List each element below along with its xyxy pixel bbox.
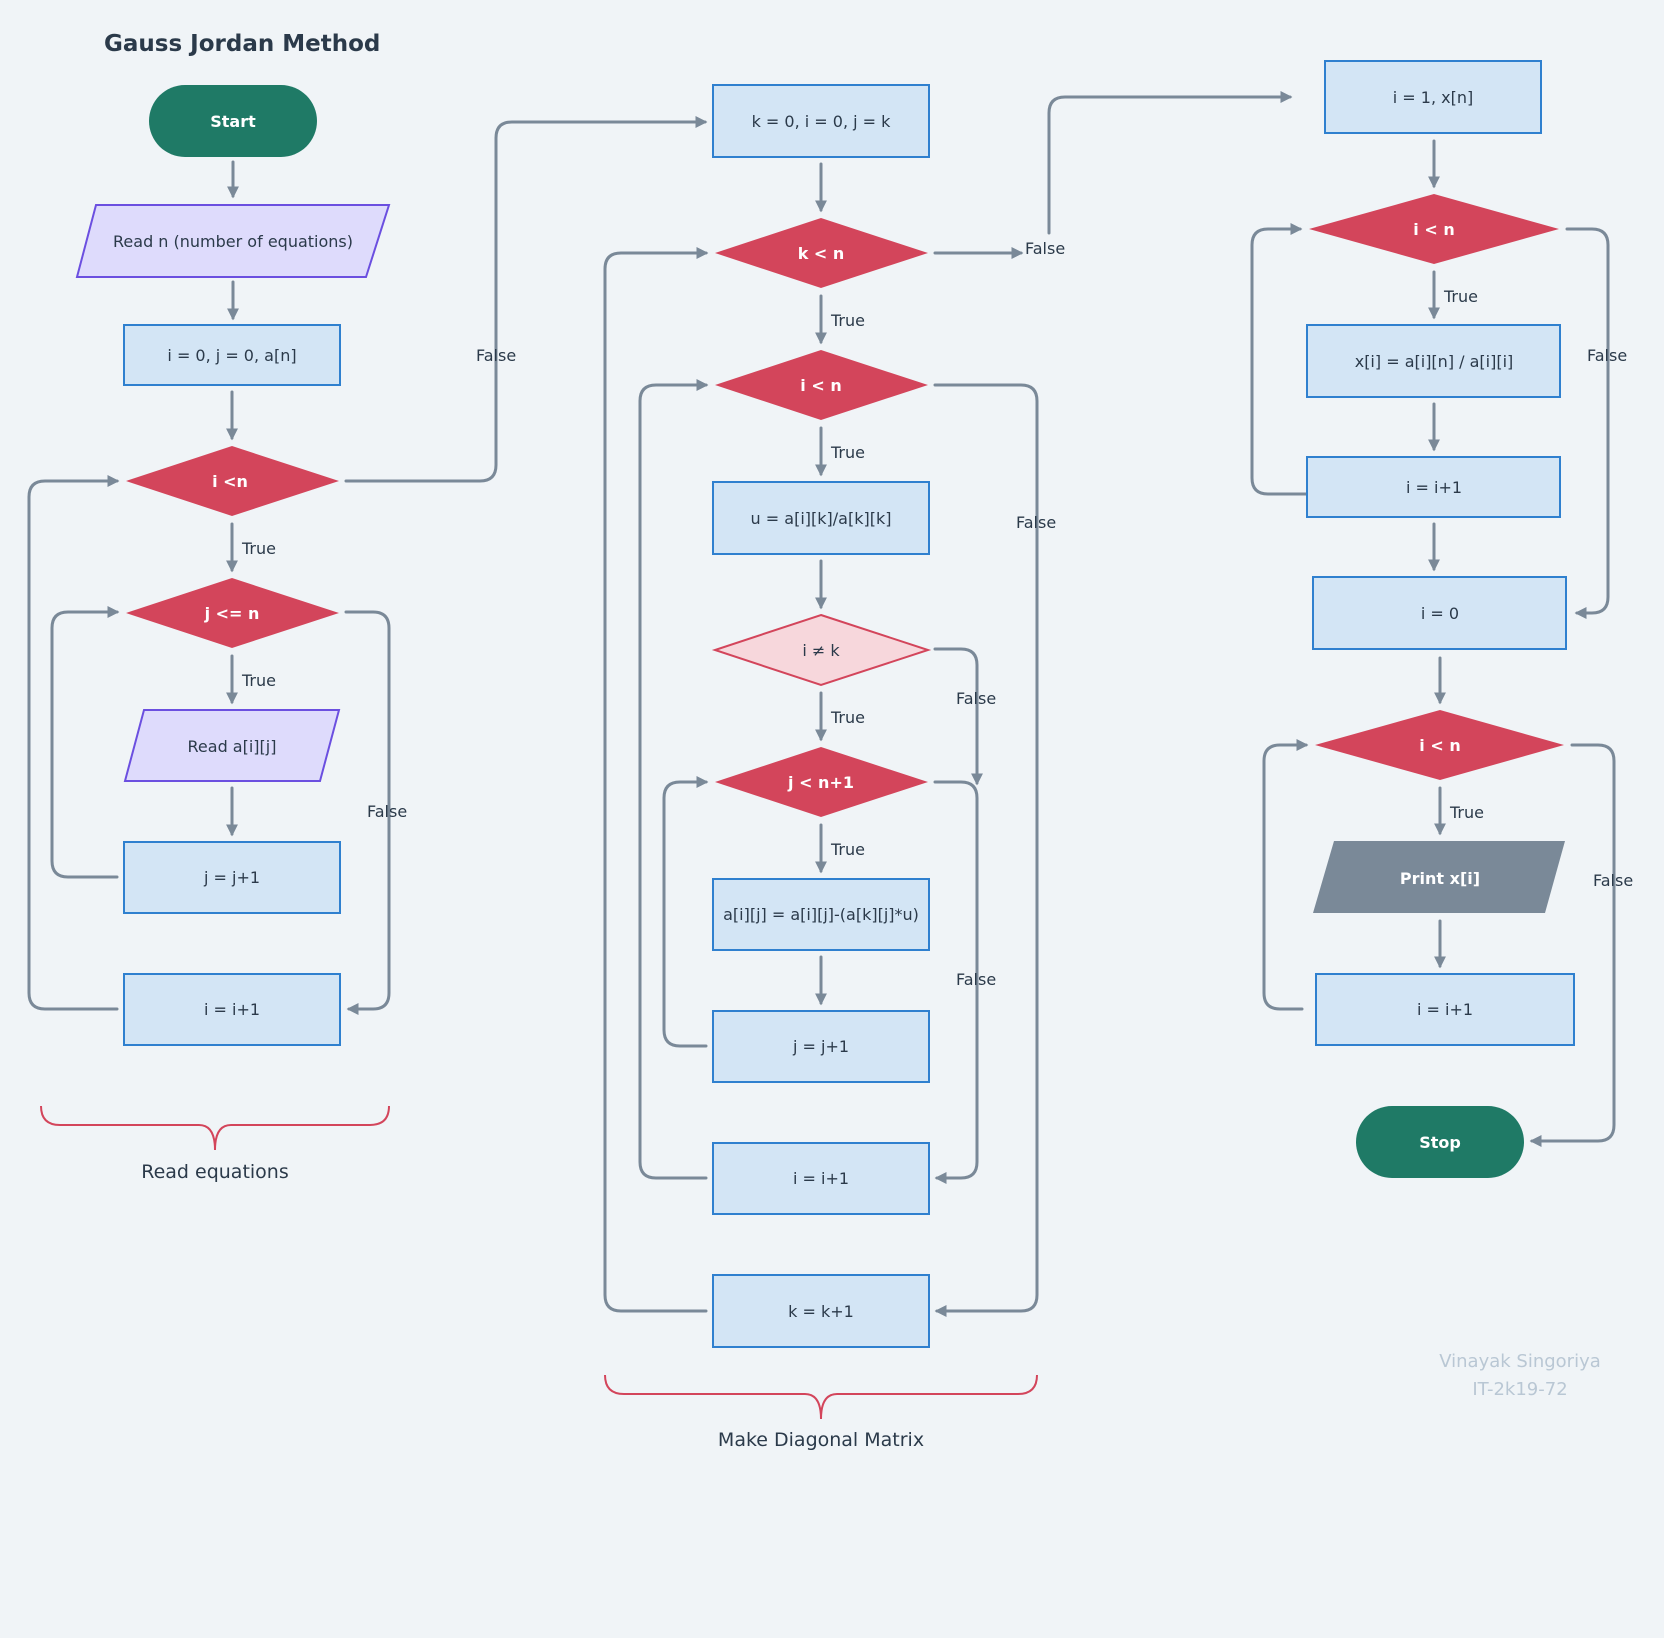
node-cond-i-lt-n-1[interactable]: i <n [126, 446, 339, 516]
svg-text:Read n (number of equations): Read n (number of equations) [113, 232, 353, 251]
svg-text:i < n: i < n [800, 376, 841, 395]
svg-text:k = k+1: k = k+1 [788, 1302, 854, 1321]
node-inc-j-2[interactable]: j = j+1 [712, 1010, 930, 1083]
svg-text:Stop: Stop [1419, 1133, 1461, 1152]
node-start[interactable]: Start [149, 85, 317, 157]
svg-text:i < n: i < n [1419, 736, 1460, 755]
edge-cond-j2-false [933, 780, 979, 1184]
svg-text:x[i] = a[i][n] / a[i][i]: x[i] = a[i][n] / a[i][i] [1355, 352, 1514, 371]
watermark-name: Vinayak Singoriya [1439, 1351, 1601, 1372]
edge-cond-i2-false [933, 383, 1039, 1317]
node-cond-i-lt-n-2[interactable]: i < n [715, 350, 928, 420]
label-false: False [476, 346, 516, 365]
node-calc-x[interactable]: x[i] = a[i][n] / a[i][i] [1306, 324, 1561, 398]
node-inc-i-1[interactable]: i = i+1 [123, 973, 341, 1046]
label-true: True [830, 840, 865, 859]
node-reset-i[interactable]: i = 0 [1312, 576, 1567, 650]
edge-inc-j2-loop [662, 776, 709, 1048]
edge-cond-i-false [344, 116, 708, 483]
edge-cond-ik-false [933, 647, 983, 786]
svg-text:a[i][j] = a[i][j]-(a[k][j]*u): a[i][j] = a[i][j]-(a[k][j]*u) [723, 905, 919, 924]
label-false: False [956, 689, 996, 708]
label-false: False [956, 970, 996, 989]
node-cond-i-lt-n-4[interactable]: i < n [1315, 710, 1564, 780]
svg-text:i = 0: i = 0 [1421, 604, 1459, 623]
brace-read-equations: Read equations [40, 1105, 390, 1183]
node-init-a[interactable]: i = 0, j = 0, a[n] [123, 324, 341, 386]
edge-inc-i-loop [27, 475, 120, 1011]
svg-text:i < n: i < n [1413, 220, 1454, 239]
edge-inc-j-loop [50, 606, 120, 879]
edge-cond-i4-false [1529, 743, 1616, 1147]
svg-text:i = 0, j = 0, a[n]: i = 0, j = 0, a[n] [167, 346, 296, 365]
edge-cond-i3-false [1565, 227, 1610, 619]
node-stop[interactable]: Stop [1356, 1106, 1524, 1178]
node-cond-i-ne-k[interactable]: i ≠ k [711, 613, 932, 687]
node-init-k[interactable]: k = 0, i = 0, j = k [712, 84, 930, 158]
label-true: True [830, 708, 865, 727]
svg-text:i = i+1: i = i+1 [1406, 478, 1462, 497]
node-cond-k-lt-n[interactable]: k < n [715, 218, 928, 288]
svg-text:j < n+1: j < n+1 [787, 773, 854, 792]
svg-text:i <n: i <n [212, 472, 248, 491]
label-false: False [1587, 346, 1627, 365]
edge-cond-j-false [344, 610, 391, 1015]
edge-inc-i2-loop [638, 379, 709, 1180]
svg-text:Read a[i][j]: Read a[i][j] [188, 737, 277, 756]
label-false: False [1025, 239, 1065, 258]
label-false: False [1016, 513, 1056, 532]
brace-label: Make Diagonal Matrix [718, 1429, 924, 1451]
node-inc-k[interactable]: k = k+1 [712, 1274, 930, 1348]
node-cond-j-le-n[interactable]: j <= n [126, 578, 339, 648]
node-cond-j-lt-n1[interactable]: j < n+1 [715, 747, 928, 817]
svg-text:i = 1, x[n]: i = 1, x[n] [1393, 88, 1473, 107]
connectors [27, 91, 1616, 1317]
node-calc-u[interactable]: u = a[i][k]/a[k][k] [712, 481, 930, 555]
edge-inc-i3-loop [1250, 223, 1309, 496]
node-init-x[interactable]: i = 1, x[n] [1324, 60, 1542, 134]
node-inc-i-2[interactable]: i = i+1 [712, 1142, 930, 1215]
label-false: False [1593, 871, 1633, 890]
svg-text:i = i+1: i = i+1 [793, 1169, 849, 1188]
svg-text:j = j+1: j = j+1 [792, 1037, 849, 1056]
svg-text:j <= n: j <= n [204, 604, 260, 623]
label-true: True [241, 671, 276, 690]
brace-label: Read equations [141, 1161, 289, 1183]
edge-cond-k-false-up [1047, 91, 1293, 235]
node-read-aij[interactable]: Read a[i][j] [123, 709, 341, 782]
svg-text:j = j+1: j = j+1 [203, 868, 260, 887]
svg-text:k = 0, i = 0, j = k: k = 0, i = 0, j = k [752, 112, 892, 131]
svg-text:Print x[i]: Print x[i] [1400, 869, 1480, 888]
label-true: True [830, 443, 865, 462]
page-title: Gauss Jordan Method [104, 31, 380, 57]
svg-text:i = i+1: i = i+1 [204, 1000, 260, 1019]
node-inc-i-3[interactable]: i = i+1 [1306, 456, 1561, 518]
svg-text:Start: Start [210, 112, 256, 131]
node-print-x[interactable]: Print x[i] [1313, 841, 1565, 913]
edge-labels: True True False False True False True Fa… [241, 239, 1633, 989]
label-true: True [830, 311, 865, 330]
edge-inc-i4-loop [1262, 739, 1309, 1011]
svg-text:i = i+1: i = i+1 [1417, 1000, 1473, 1019]
svg-text:i ≠ k: i ≠ k [802, 641, 840, 660]
node-read-n[interactable]: Read n (number of equations) [75, 204, 391, 278]
node-cond-i-lt-n-3[interactable]: i < n [1309, 194, 1559, 264]
brace-make-diagonal: Make Diagonal Matrix [604, 1374, 1038, 1451]
node-inc-i-4[interactable]: i = i+1 [1315, 973, 1575, 1046]
svg-text:k < n: k < n [798, 244, 845, 263]
label-true: True [241, 539, 276, 558]
node-inc-j-1[interactable]: j = j+1 [123, 841, 341, 914]
watermark-id: IT-2k19-72 [1472, 1379, 1567, 1400]
node-update-aij[interactable]: a[i][j] = a[i][j]-(a[k][j]*u) [712, 878, 930, 951]
label-true: True [1443, 287, 1478, 306]
svg-text:u = a[i][k]/a[k][k]: u = a[i][k]/a[k][k] [751, 509, 892, 528]
edge-inc-k-loop [603, 247, 709, 1313]
label-true: True [1449, 803, 1484, 822]
label-false: False [367, 802, 407, 821]
